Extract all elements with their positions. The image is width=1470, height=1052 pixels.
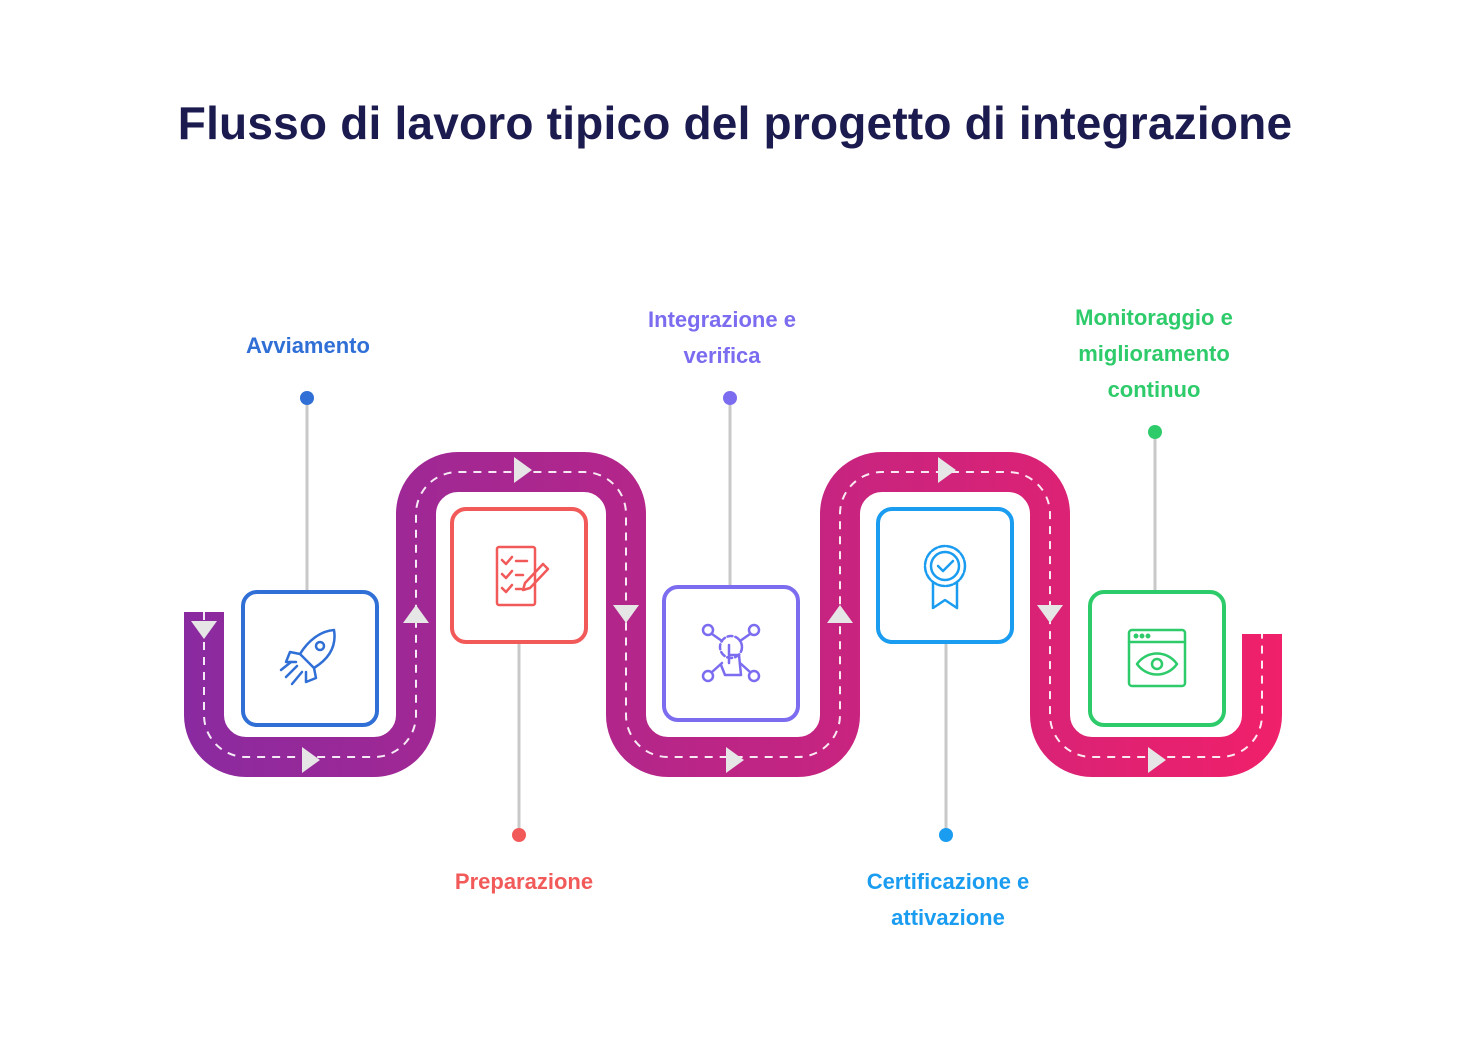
- step-label-certificazione: Certificazione e attivazione: [866, 869, 1030, 930]
- arrow-right-icon: [938, 457, 956, 483]
- arrow-right-icon: [1148, 747, 1166, 773]
- workflow-path-dashes: [203, 471, 1263, 758]
- step-label-avviamento: Avviamento: [246, 333, 370, 358]
- network-touch-icon: [701, 623, 761, 683]
- step-connectors: [300, 391, 1162, 842]
- direction-arrows: [191, 457, 1166, 773]
- arrow-right-icon: [302, 747, 320, 773]
- step-label-monitoraggio: Monitoraggio e miglioramento continuo: [1075, 305, 1233, 402]
- connector-dot: [1148, 425, 1162, 439]
- arrow-right-icon: [514, 457, 532, 483]
- step-label-preparazione: Preparazione: [454, 869, 594, 894]
- step-box-certificazione: [876, 507, 1014, 644]
- arrow-down-icon: [1037, 605, 1063, 623]
- browser-eye-icon: [1127, 628, 1187, 688]
- connector-dot: [300, 391, 314, 405]
- step-box-integrazione: [662, 585, 800, 722]
- step-box-preparazione: [450, 507, 588, 644]
- arrow-down-icon: [613, 605, 639, 623]
- arrow-down-icon: [191, 621, 217, 639]
- checklist-pencil-icon: [495, 545, 550, 607]
- arrow-up-icon: [827, 605, 853, 623]
- rocket-icon: [279, 628, 336, 686]
- connector-dot: [512, 828, 526, 842]
- step-label-integrazione: Integrazione e verifica: [648, 307, 796, 368]
- certificate-badge-icon: [923, 544, 967, 610]
- step-box-avviamento: [241, 590, 379, 727]
- diagram-title: Flusso di lavoro tipico del progetto di …: [177, 97, 1293, 149]
- connector-dot: [723, 391, 737, 405]
- arrow-right-icon: [726, 747, 744, 773]
- arrow-up-icon: [403, 605, 429, 623]
- connector-dot: [939, 828, 953, 842]
- step-box-monitoraggio: [1088, 590, 1226, 727]
